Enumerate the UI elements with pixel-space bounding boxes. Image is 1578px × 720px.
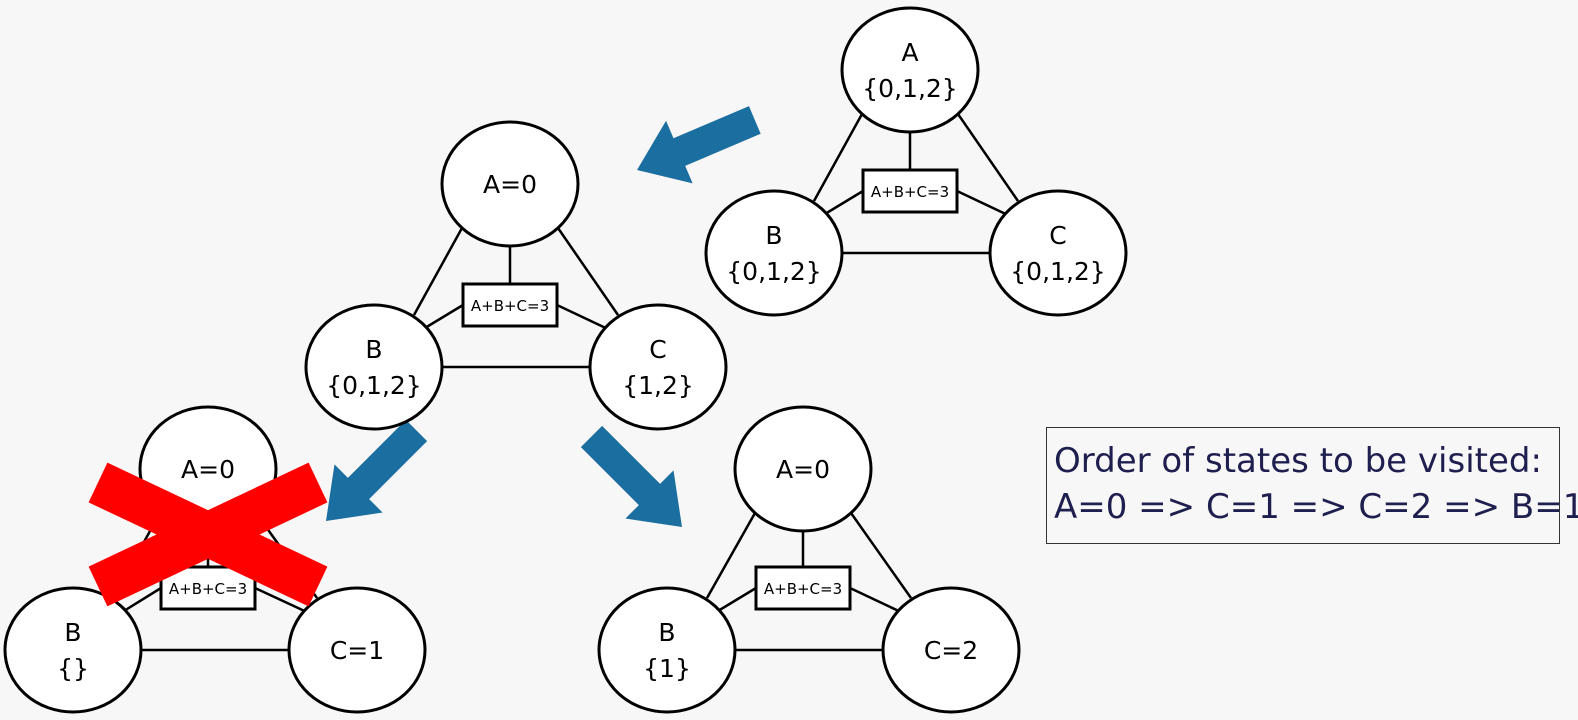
variable-node-b: B {0,1,2} [304,303,444,431]
edge-c-constraint [956,189,1013,219]
variable-node-a: A=0 [440,120,580,248]
node-label: C=1 [330,636,384,665]
constraint-label: A+B+C=3 [871,183,949,201]
node-label: B [658,618,675,647]
edge-a-b [412,227,464,316]
variable-node-c: C {1,2} [588,303,728,431]
variable-node-b: B {1} [597,586,737,714]
constraint-box [461,282,559,328]
constraint-label: A+B+C=3 [764,580,842,598]
variable-node-c: C {0,1,2} [988,189,1128,317]
node-label: B [765,221,782,250]
arrow-to-c1 [326,419,428,521]
variable-node-c: C=2 [881,586,1021,714]
edge-c-constraint [254,586,312,616]
variable-node-a: A {0,1,2} [840,6,980,134]
node-label: B [365,335,382,364]
edge-a-c [556,227,620,316]
node-label: C [1049,221,1066,250]
constraint-box [159,565,257,611]
arrow-to-c2 [580,425,682,527]
node-label: A [901,38,918,67]
edge-a-b [705,512,757,599]
node-label: C [649,335,666,364]
node-label: A=0 [483,170,537,199]
variable-node-b: B {0,1,2} [704,189,844,317]
constraint-label: A+B+C=3 [169,580,247,598]
constraint-box [754,565,852,611]
edge-a-c [956,113,1020,202]
node-domain: {0,1,2} [862,74,957,103]
node-domain: {} [57,654,89,683]
variable-node-c: C=1 [287,586,427,714]
constraint-label: A+B+C=3 [471,297,549,315]
constraint-box [861,168,959,214]
node-domain: {1,2} [622,371,694,400]
node-ellipse [304,303,444,431]
node-ellipse [988,189,1128,317]
transition-arrows [326,106,761,527]
visit-order-title: Order of states to be visited: [1054,441,1542,481]
cross-stroke [88,462,328,607]
node-label: A=0 [181,455,235,484]
node-label: B [64,618,81,647]
arrow-to-a0 [637,106,761,184]
edge-a-c [849,512,913,599]
red-x-icon [88,462,328,607]
node-domain: {0,1,2} [326,371,421,400]
variable-node-a: A=0 [733,405,873,533]
node-ellipse [733,405,873,533]
variable-node-b: B {} [3,586,143,714]
node-domain: {1} [643,654,691,683]
node-domain: {0,1,2} [1010,257,1105,286]
node-ellipse [588,303,728,431]
node-ellipse [881,586,1021,714]
graph-initial: A+B+C=3 A {0,1,2} B {0,1,2} C {0,1,2} [704,6,1128,317]
node-ellipse [597,586,737,714]
node-ellipse [704,189,844,317]
constraint-graphs: A+B+C=3A{0,1,2}B{0,1,2}C{0,1,2}A+B+C=3A=… [3,6,1128,714]
edge-c-constraint [849,586,906,616]
visit-order-box: Order of states to be visited: A=0 => C=… [1046,427,1578,544]
node-ellipse [3,586,143,714]
graph-c2: A+B+C=3 A=0B {1} C=2 [597,405,1021,714]
visit-order-sequence: A=0 => C=1 => C=2 => B=1 [1054,487,1578,527]
node-label: A=0 [776,455,830,484]
node-ellipse [287,586,427,714]
edge-a-b [812,113,864,202]
graph-a0: A+B+C=3 A=0B {0,1,2} C {1,2} [304,120,728,431]
edge-c-constraint [556,303,613,333]
node-domain: {0,1,2} [726,257,821,286]
dead-end-markers [88,462,328,607]
node-ellipse [440,120,580,248]
node-label: C=2 [924,636,978,665]
node-ellipse [840,6,980,134]
